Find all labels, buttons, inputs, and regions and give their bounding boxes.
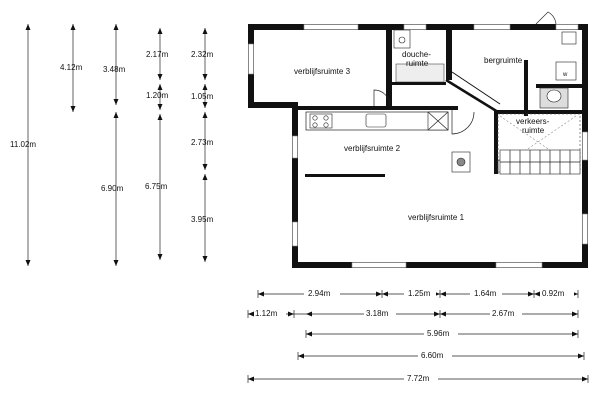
vertical-dimensions: 11.02m 4.12m 3.48m 6.90m 2.17m bbox=[10, 24, 214, 266]
room-verblijfsruimte-1: verblijfsruimte 1 bbox=[408, 213, 465, 222]
room-verblijfsruimte-3: verblijfsruimte 3 bbox=[294, 67, 351, 76]
kitchen-counter bbox=[305, 111, 449, 131]
dim-col3-c-label: 6.75m bbox=[145, 182, 168, 191]
dim-col4-a-label: 2.32m bbox=[191, 50, 214, 59]
dim-row2-c-label: 2.67m bbox=[492, 309, 515, 318]
dim-col2-top-label: 3.48m bbox=[103, 65, 126, 74]
dim-row1: 2.94m 1.25m 1.64m 0.92m bbox=[257, 288, 579, 298]
dim-col4: 2.32m 1.05m 2.73m 3.95m bbox=[191, 28, 214, 262]
dim-row1-a-label: 2.94m bbox=[308, 289, 331, 298]
dim-col3-b-label: 1.20m bbox=[146, 91, 169, 100]
dim-row4: 6.60m bbox=[297, 350, 585, 360]
dim-col4-d-label: 3.95m bbox=[191, 215, 214, 224]
floorplan-fixtures bbox=[305, 11, 581, 175]
dim-col4-c-label: 2.73m bbox=[191, 138, 214, 147]
room-labels: verblijfsruimte 3 douche- ruimte bergrui… bbox=[294, 50, 568, 222]
room-bergruimte: bergruimte bbox=[484, 56, 523, 65]
dim-row3: 5.96m bbox=[305, 328, 579, 338]
dim-row4-label: 6.60m bbox=[421, 351, 444, 360]
dim-row2: 1.12m 3.18m 2.67m bbox=[247, 308, 579, 318]
dim-col1-top-label: 4.12m bbox=[60, 63, 83, 72]
dim-total-height-label: 11.02m bbox=[10, 140, 36, 149]
horizontal-dimensions: 2.94m 1.25m 1.64m 0.92m 1.12m 3.18m bbox=[247, 288, 589, 383]
floorplan-windows bbox=[248, 24, 588, 268]
dim-col2: 3.48m 6.90m bbox=[101, 24, 126, 266]
stairs bbox=[499, 149, 581, 175]
dim-row2-a-label: 1.12m bbox=[255, 309, 278, 318]
room-verkeersruimte-line1: verkeers- bbox=[516, 117, 550, 126]
dim-row1-b-label: 1.25m bbox=[408, 289, 431, 298]
room-doucheruimte-line2: ruimte bbox=[406, 59, 429, 68]
room-doucheruimte-line1: douche- bbox=[402, 50, 431, 59]
dim-row2-b-label: 3.18m bbox=[366, 309, 389, 318]
dim-col1-top: 4.12m bbox=[60, 24, 83, 112]
dim-total-height: 11.02m bbox=[10, 24, 36, 266]
dim-col3-a-label: 2.17m bbox=[146, 50, 169, 59]
dim-col2-bottom-label: 6.90m bbox=[101, 184, 124, 193]
appliance-w: w bbox=[562, 72, 568, 78]
dim-row3-label: 5.96m bbox=[427, 329, 450, 338]
dim-row5-label: 7.72m bbox=[407, 374, 430, 383]
dim-row5: 7.72m bbox=[247, 373, 589, 383]
dim-col4-b-label: 1.05m bbox=[191, 92, 214, 101]
dim-col3: 2.17m 1.20m 6.75m bbox=[145, 28, 169, 260]
dim-row1-c-label: 1.64m bbox=[474, 289, 497, 298]
room-verkeersruimte-line2: ruimte bbox=[522, 126, 545, 135]
dim-row1-d-label: 0.92m bbox=[542, 289, 565, 298]
bathroom-fixtures bbox=[393, 29, 577, 173]
room-verblijfsruimte-2: verblijfsruimte 2 bbox=[344, 144, 401, 153]
